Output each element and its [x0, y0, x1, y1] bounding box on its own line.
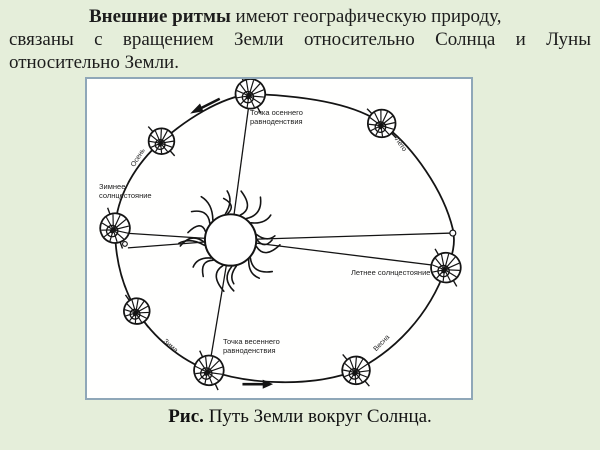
- caption-rest: Путь Земли вокруг Солнца.: [203, 406, 432, 427]
- figure-caption: Рис. Путь Земли вокруг Солнца.: [0, 406, 600, 428]
- figure-frame: Точка осеннего равноденствия Зимнее солн…: [85, 77, 473, 400]
- earth-orbit-diagram: [99, 79, 462, 391]
- caption-bold-lead: Рис.: [168, 406, 204, 427]
- title-line-1-rest: имеют географическую природу,: [230, 6, 502, 27]
- slide-title-paragraph: Внешние ритмы имеют географическую приро…: [0, 0, 600, 74]
- title-line-1: Внешние ритмы имеют географическую приро…: [9, 5, 591, 28]
- label-summer-solstice: Летнее солнцестояние: [351, 268, 431, 277]
- title-line-2: связаны с вращением Земли относительно С…: [9, 29, 591, 50]
- title-bold-lead: Внешние ритмы: [89, 6, 231, 27]
- title-line-3: относительно Земли.: [9, 52, 179, 73]
- label-winter-solstice: Зимнее солнцестояние: [99, 182, 152, 201]
- label-autumn-equinox: Точка осеннего равноденствия: [250, 108, 303, 127]
- label-spring-equinox: Точка весеннего равноденствия: [223, 337, 280, 356]
